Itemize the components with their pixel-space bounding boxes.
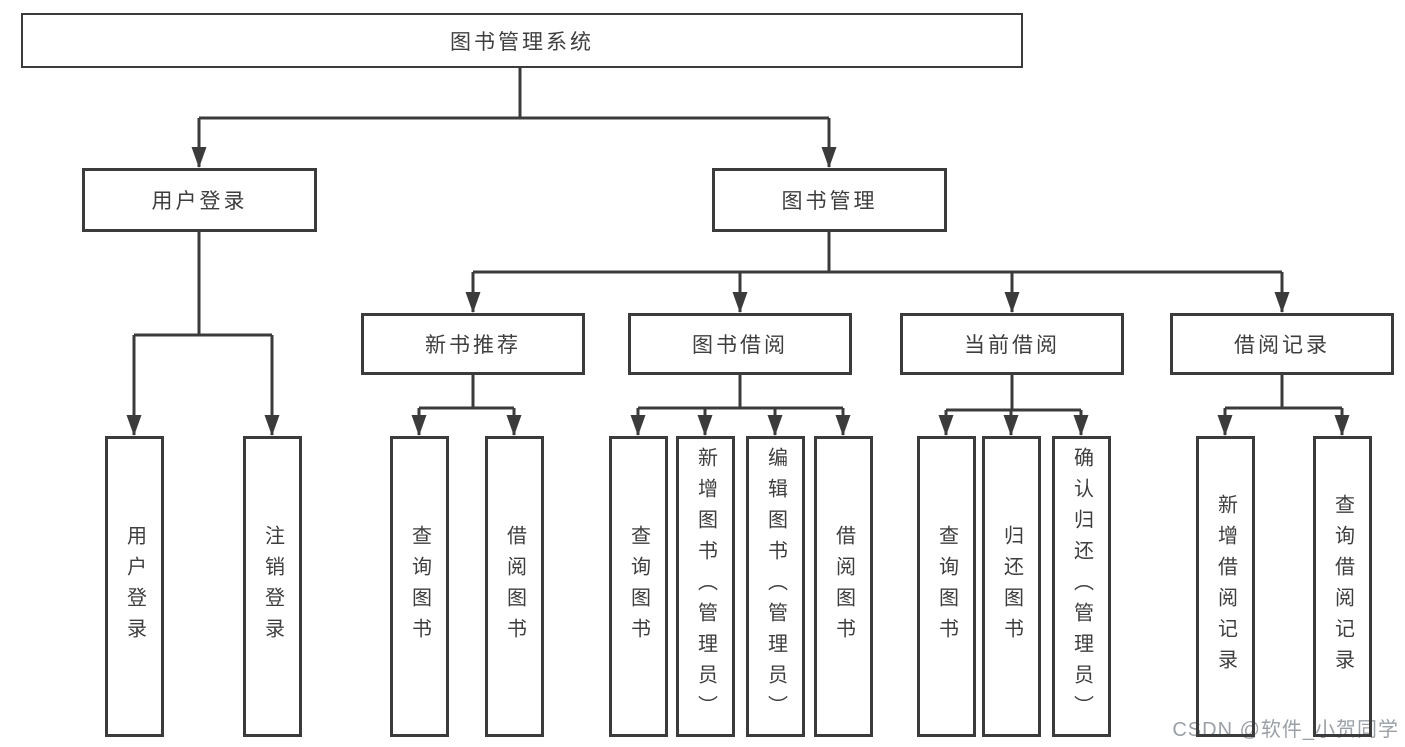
- arrowhead-icon: [835, 415, 851, 436]
- node-label: 借阅记录: [1234, 334, 1330, 357]
- arrowhead-icon: [126, 415, 142, 436]
- node-label: 归还图书: [1000, 524, 1023, 649]
- node-label: 新增借阅记录: [1214, 493, 1237, 680]
- arrowhead-icon: [767, 415, 783, 436]
- node-label: 确认归还（管理员）: [1070, 447, 1093, 726]
- connector-login-to-leaves: [132, 232, 274, 435]
- arrowhead-icon: [1334, 415, 1350, 436]
- leaf-recommend-query-books: 查询图书: [390, 436, 449, 737]
- arrowhead-icon: [821, 147, 837, 168]
- csdn-watermark: CSDN @软件_小贺同学: [1172, 719, 1399, 741]
- node-borrow-records: 借阅记录: [1170, 313, 1394, 375]
- arrowhead-icon: [732, 292, 748, 313]
- node-label: 编辑图书（管理员）: [764, 447, 787, 726]
- leaf-current-confirm-return-admin: 确认归还（管理员）: [1052, 436, 1111, 737]
- node-label: 新增图书（管理员）: [694, 447, 717, 726]
- node-label: 新书推荐: [425, 334, 521, 357]
- connector-records-to-leaves: [1223, 375, 1344, 435]
- node-label: 图书管理系统: [450, 30, 594, 54]
- leaf-current-return-books: 归还图书: [982, 436, 1041, 737]
- node-label: 查询图书: [935, 524, 958, 649]
- node-label: 注销登录: [261, 524, 284, 649]
- node-book-borrow: 图书借阅: [628, 313, 852, 375]
- node-label: 查询借阅记录: [1331, 493, 1354, 680]
- arrowhead-icon: [465, 292, 481, 313]
- arrowhead-icon: [1004, 292, 1020, 313]
- node-label: 借阅图书: [503, 524, 526, 649]
- node-label: 用户登录: [123, 524, 146, 649]
- node-label: 查询图书: [408, 524, 431, 649]
- arrowhead-icon: [697, 415, 713, 436]
- arrowhead-icon: [264, 415, 280, 436]
- arrowhead-icon: [506, 415, 522, 436]
- connector-management-to-level3: [471, 232, 1284, 312]
- leaf-user-login: 用户登录: [105, 436, 164, 737]
- arrowhead-icon: [1274, 292, 1290, 313]
- node-label: 查询图书: [627, 524, 650, 649]
- arrowhead-icon: [191, 147, 207, 168]
- leaf-records-query-record: 查询借阅记录: [1313, 436, 1372, 737]
- node-label: 借阅图书: [832, 524, 855, 649]
- leaf-records-add-record: 新增借阅记录: [1196, 436, 1255, 737]
- leaf-borrow-add-books-admin: 新增图书（管理员）: [676, 436, 735, 737]
- connector-recommend-to-leaves: [417, 375, 516, 435]
- arrowhead-icon: [411, 415, 427, 436]
- leaf-logout: 注销登录: [243, 436, 302, 737]
- connector-borrow-to-leaves: [636, 375, 845, 435]
- node-label: 当前借阅: [964, 334, 1060, 357]
- leaf-borrow-query-books: 查询图书: [609, 436, 668, 737]
- node-label: 图书管理: [781, 190, 878, 213]
- arrowhead-icon: [1073, 415, 1089, 436]
- connector-root-to-level2: [197, 68, 831, 167]
- arrowhead-icon: [1003, 415, 1019, 436]
- arrowheads: [126, 147, 1350, 436]
- node-new-book-recommend: 新书推荐: [361, 313, 585, 375]
- node-label: 用户登录: [151, 190, 248, 213]
- leaf-borrow-edit-books-admin: 编辑图书（管理员）: [746, 436, 805, 737]
- leaf-borrow-borrow-books: 借阅图书: [814, 436, 873, 737]
- node-current-borrow: 当前借阅: [900, 313, 1124, 375]
- arrowhead-icon: [630, 415, 646, 436]
- arrowhead-icon: [938, 415, 954, 436]
- node-book-management: 图书管理: [712, 168, 947, 232]
- arrowhead-icon: [1217, 415, 1233, 436]
- node-label: 图书借阅: [692, 334, 788, 357]
- leaf-recommend-borrow-books: 借阅图书: [485, 436, 544, 737]
- node-user-login: 用户登录: [82, 168, 317, 232]
- node-system-root: 图书管理系统: [21, 13, 1023, 68]
- leaf-current-query-books: 查询图书: [917, 436, 976, 737]
